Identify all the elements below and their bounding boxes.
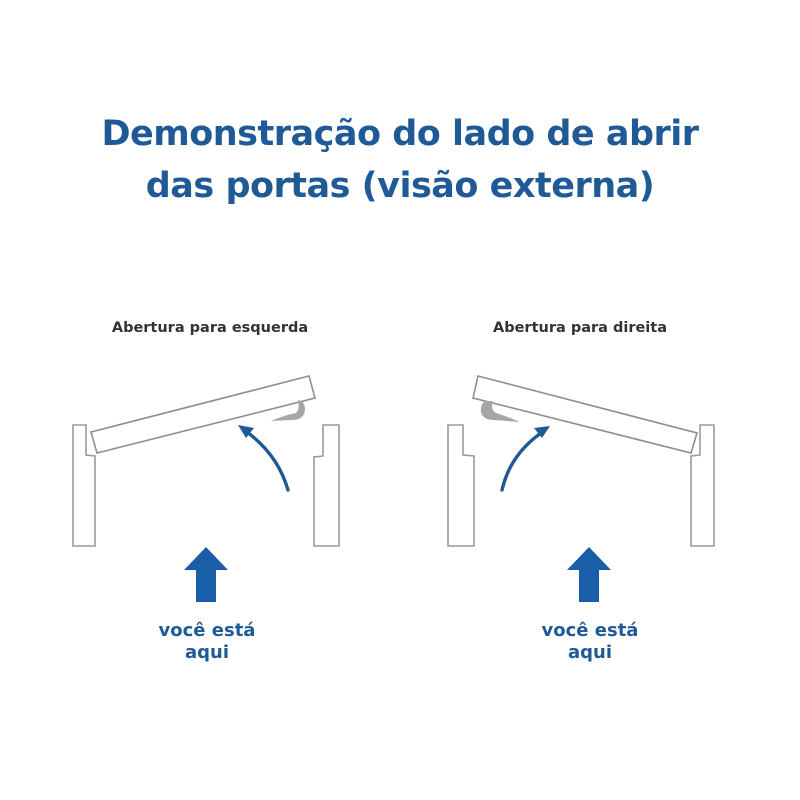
title-line-1: Demonstração do lado de abrir xyxy=(101,114,699,154)
you-are-here-line-1: você está xyxy=(158,620,256,641)
door-frame-right-icon xyxy=(313,424,340,547)
opening-arrow-icon xyxy=(500,431,543,492)
door-leaf-icon xyxy=(472,375,699,454)
you-are-here-line-2: aqui xyxy=(567,642,612,663)
you-are-here-line-2: aqui xyxy=(184,642,229,663)
up-arrow-icon xyxy=(184,547,228,602)
left-panel-label: Abertura para esquerda xyxy=(111,320,309,336)
door-leaf-icon xyxy=(90,375,316,454)
door-frame-right-icon xyxy=(690,424,715,547)
door-closer-icon xyxy=(480,401,520,422)
left-you-are-here: você está aqui xyxy=(107,620,307,664)
door-closer-icon xyxy=(271,400,305,421)
title-line-2: das portas (visão externa) xyxy=(145,166,655,206)
door-frame-left-icon xyxy=(447,424,475,547)
opening-arrow-icon xyxy=(245,430,290,492)
right-panel-diagram xyxy=(447,375,715,602)
left-panel-diagram xyxy=(72,375,340,602)
right-you-are-here: você está aqui xyxy=(490,620,690,664)
up-arrow-icon xyxy=(567,547,611,602)
you-are-here-line-1: você está xyxy=(541,620,639,641)
door-frame-left-icon xyxy=(72,424,96,547)
right-panel-label: Abertura para direita xyxy=(493,320,667,336)
page-title: Demonstração do lado de abrir das portas… xyxy=(0,108,800,212)
